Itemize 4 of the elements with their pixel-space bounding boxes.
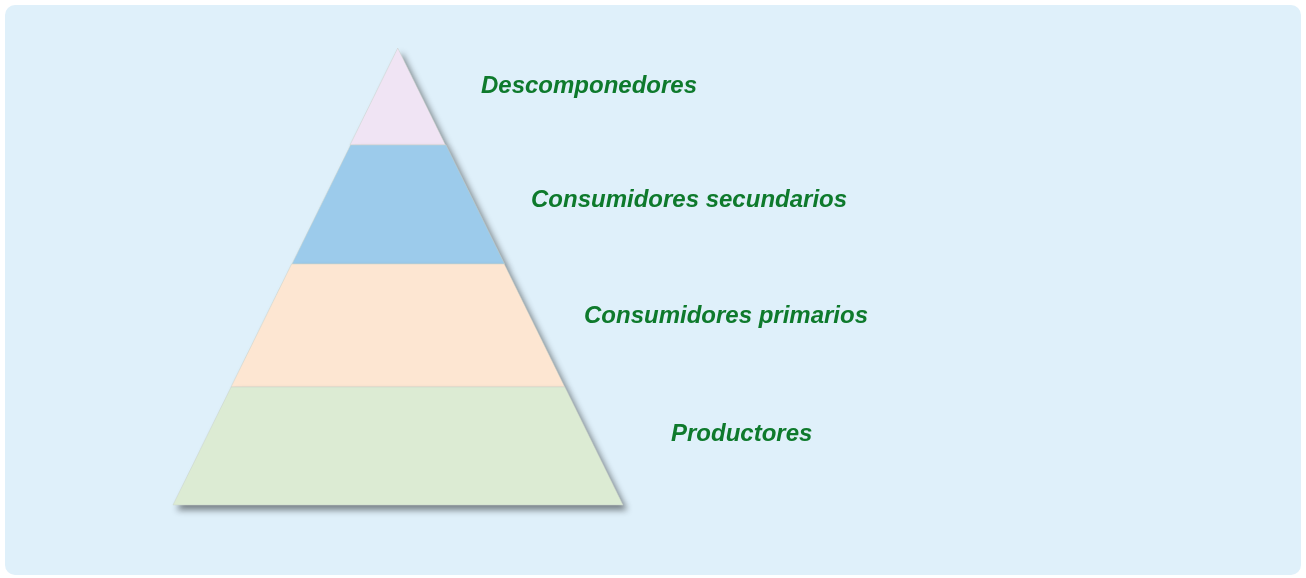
level-label: Consumidores secundarios <box>531 185 848 213</box>
level-label: Productores <box>671 419 813 447</box>
level-label: Descomponedores <box>481 71 698 99</box>
level-label: Consumidores primarios <box>584 301 869 329</box>
